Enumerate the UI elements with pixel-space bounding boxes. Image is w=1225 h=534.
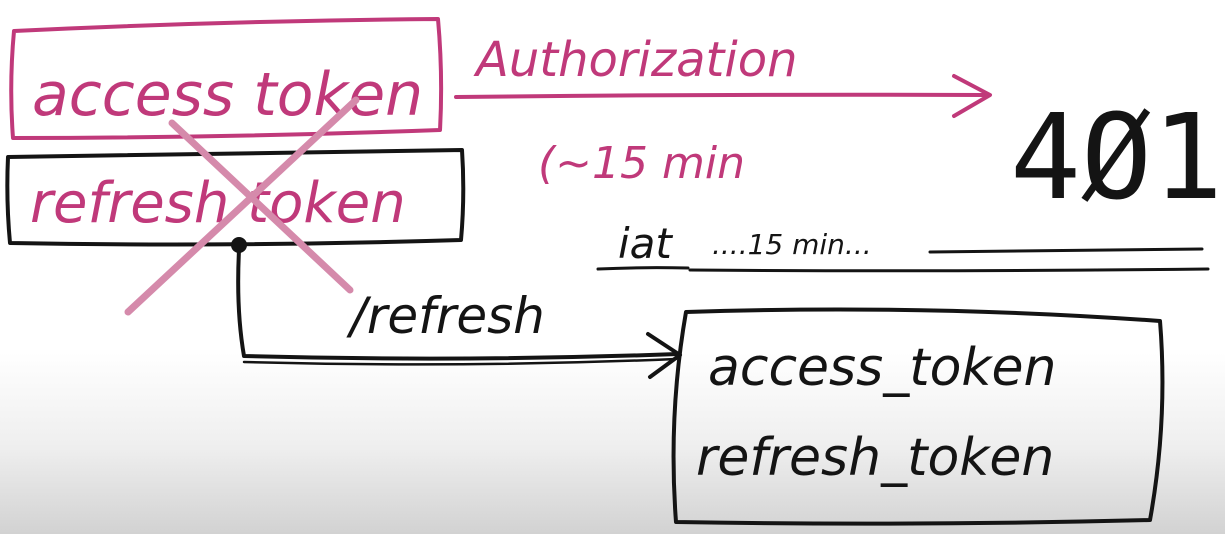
refresh-token-box-outline (5, 148, 466, 247)
window-label: ....15 min... (712, 228, 872, 261)
duration-label: (~15 min (538, 138, 745, 189)
authorization-arrow-line (454, 92, 990, 99)
refresh-token-box: refresh token (5, 148, 466, 247)
authorization-arrow: Authorization (~15 min (454, 32, 992, 189)
cross-stroke-down (168, 119, 354, 294)
refresh-path-line-echo (242, 357, 678, 366)
iat-label: iat (618, 219, 673, 268)
access-token-box: access token (9, 17, 444, 140)
authorization-label: Authorization (473, 32, 798, 88)
timeline-underline-short (596, 266, 690, 271)
refresh-origin-dot (231, 237, 247, 253)
cross-stroke-up (124, 96, 360, 316)
refresh-endpoint-label: /refresh (346, 287, 545, 345)
access-token-label: access token (32, 60, 423, 130)
timeline-line-upper (928, 247, 1204, 254)
refresh-request-arrow: /refresh (231, 237, 682, 379)
token-lifetime-timeline: iat ....15 min... (596, 219, 1210, 273)
authorization-arrow-head (952, 74, 992, 118)
new-tokens-box: access_token refresh_token (671, 307, 1165, 526)
refresh-path-line (236, 248, 680, 361)
status-code: 4Ø1 (1010, 88, 1223, 226)
access-token-box-outline (9, 17, 444, 140)
new-refresh-token-label: refresh_token (696, 428, 1054, 488)
invalidated-cross (124, 96, 360, 316)
new-access-token-label: access_token (708, 338, 1057, 398)
new-tokens-box-outline (671, 307, 1165, 526)
timeline-line-lower (688, 267, 1210, 273)
